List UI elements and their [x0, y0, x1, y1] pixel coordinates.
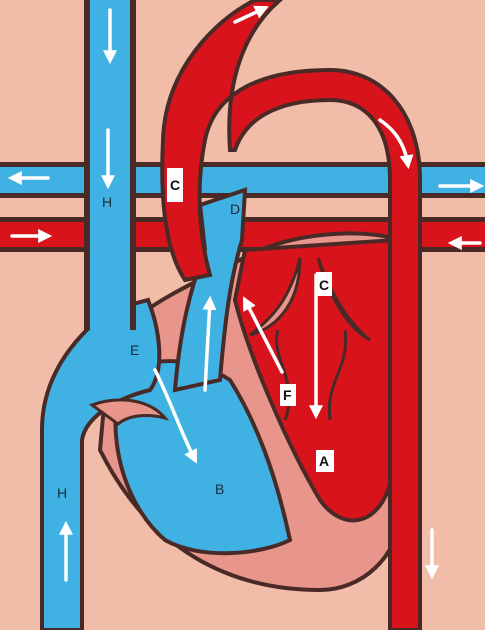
label-b: B — [215, 481, 224, 497]
label-f: F — [283, 387, 292, 403]
label-h-bottom: H — [57, 485, 67, 501]
label-d: D — [230, 201, 240, 217]
label-c-2: C — [319, 277, 329, 293]
label-h-top: H — [102, 194, 112, 210]
label-c-1: C — [170, 177, 180, 193]
label-e: E — [130, 342, 139, 358]
label-a: A — [319, 453, 329, 469]
